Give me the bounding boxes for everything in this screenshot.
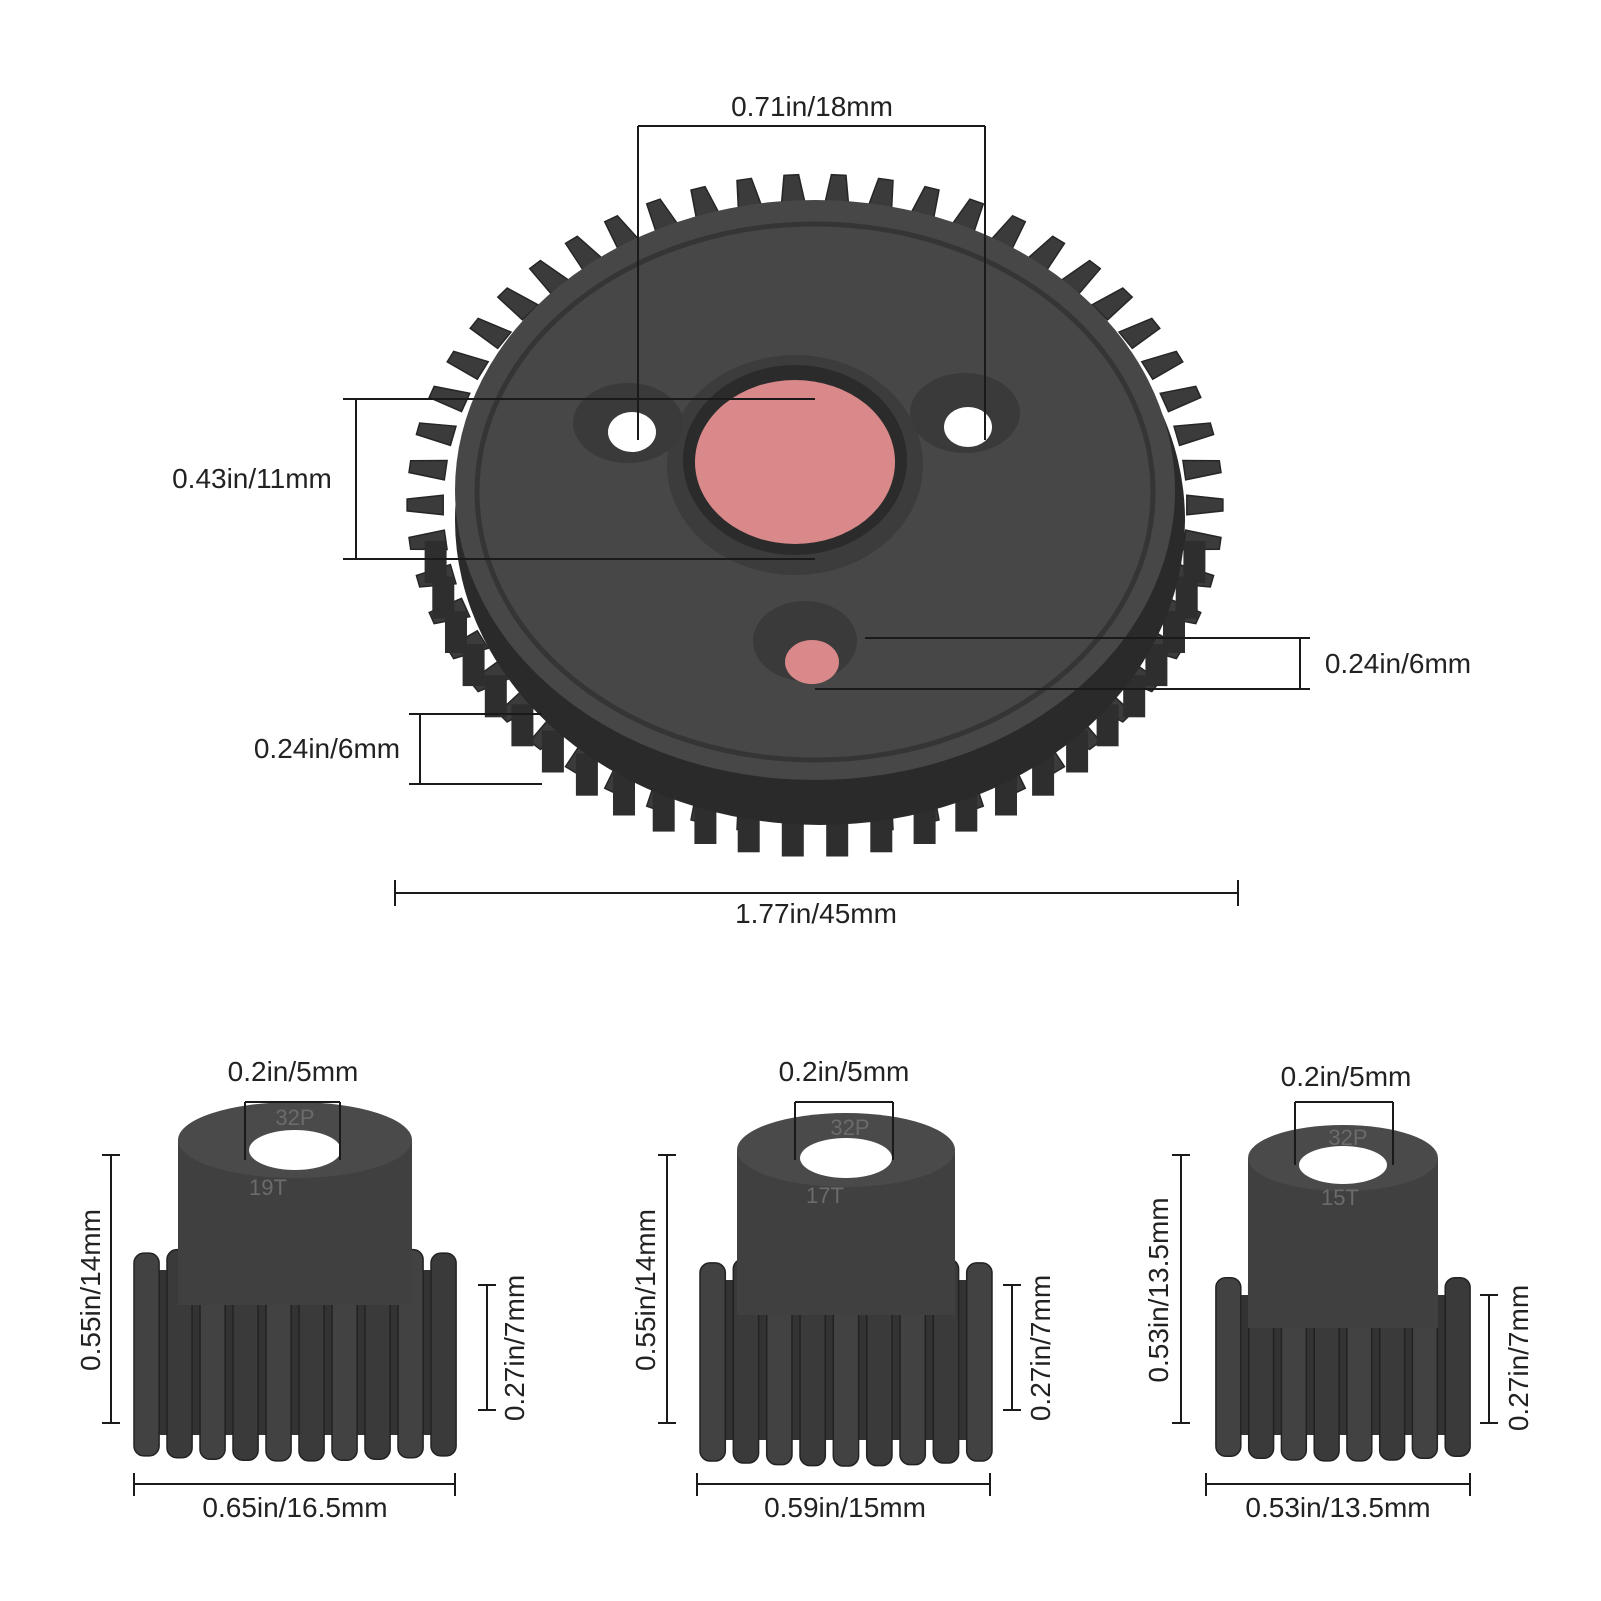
spur-gear-tooth (408, 459, 448, 481)
spur-gear-tooth-side (694, 802, 717, 844)
pinion-19t-emboss-teeth: 19T (249, 1175, 287, 1200)
outer-diameter-label: 1.77in/45mm (735, 898, 897, 929)
spur-gear-tooth-side (575, 753, 598, 796)
spur-gear-tooth (1182, 459, 1222, 481)
pinion-19t-bore (249, 1130, 341, 1170)
spur-gear-tooth-side (1163, 611, 1185, 653)
hub-diameter-label: 0.43in/11mm (172, 463, 332, 494)
pinion-gear-17t: 32P 17T (699, 1113, 993, 1467)
spur-gear-tooth (469, 317, 513, 350)
spur-gear-tooth-side (511, 704, 534, 747)
pinion-17t-bore (800, 1138, 892, 1178)
spur-gear-bolt-hole-left (573, 383, 683, 463)
spur-gear-tooth-side (1183, 541, 1206, 583)
spur-gear-bolt-hole-bottom (753, 601, 857, 684)
pinion-15t-teeth-height-label: 0.27in/7mm (1503, 1285, 1534, 1431)
pinion-19t-teeth-height-label: 0.27in/7mm (499, 1275, 530, 1421)
spur-gear-tooth (406, 494, 444, 516)
spur-gear-tooth (496, 287, 540, 321)
pinion-17t-teeth-height-label: 0.27in/7mm (1025, 1275, 1056, 1421)
spur-gear-tooth-side (1066, 730, 1089, 773)
pinion-15t-height-label: 0.53in/13.5mm (1143, 1197, 1174, 1382)
pinion-19t-height-label: 0.55in/14mm (75, 1209, 106, 1371)
pinion-tooth (133, 1252, 160, 1457)
spur-gear-tooth (446, 350, 490, 381)
bolt-spacing-label: 0.71in/18mm (731, 91, 893, 122)
pinion-17t-emboss-pitch: 32P (830, 1115, 869, 1140)
pinion-17t-height-label: 0.55in/14mm (630, 1209, 661, 1371)
spur-gear-tooth (415, 422, 457, 447)
pinion-15t-emboss-pitch: 32P (1328, 1125, 1367, 1150)
pinion-tooth (1215, 1276, 1242, 1457)
spur-gear-recess-ring (474, 221, 1156, 763)
pinion-17t-emboss-teeth: 17T (806, 1183, 844, 1208)
spur-gear-tooth (1117, 317, 1161, 350)
pinion-17t-bore-label: 0.2in/5mm (779, 1056, 910, 1087)
spur-gear-tooth-side (781, 814, 804, 857)
pinion-19t-bore-label: 0.2in/5mm (228, 1056, 359, 1087)
pinion-gear-19t: 32P 19T (133, 1102, 457, 1462)
tooth-height-label: 0.24in/6mm (254, 733, 400, 764)
spur-gear-tooth-side (1145, 644, 1168, 687)
pinion-19t-emboss-pitch: 32P (275, 1105, 314, 1130)
spur-gear-tooth (1090, 287, 1134, 321)
spur-gear-tooth-side (737, 810, 760, 853)
pinion-15t-diameter-label: 0.53in/13.5mm (1245, 1492, 1430, 1523)
pinion-15t-bore-label: 0.2in/5mm (1281, 1061, 1412, 1092)
spur-gear-tooth-side (1175, 576, 1198, 619)
spur-gear-tooth (1140, 350, 1184, 381)
spur-gear-tooth (1159, 385, 1202, 413)
spur-gear-tooth-side (652, 789, 675, 832)
spur-gear-tooth-side (826, 814, 849, 857)
pinion-tooth (1444, 1276, 1471, 1457)
pinion-17t-dimensions: 0.2in/5mm 0.55in/14mm 0.27in/7mm 0.59in/… (630, 1056, 1056, 1523)
spur-gear-tooth-side (445, 611, 467, 653)
pinion-15t-bore (1299, 1146, 1387, 1184)
small-hole-label: 0.24in/6mm (1325, 648, 1471, 679)
pinion-tooth (965, 1262, 993, 1462)
spur-gear-tooth-side (424, 541, 447, 583)
spur-gear-tooth (1186, 494, 1224, 516)
pinion-19t-diameter-label: 0.65in/16.5mm (202, 1492, 387, 1523)
spur-gear (406, 173, 1224, 857)
pinion-15t-emboss-teeth: 15T (1321, 1185, 1359, 1210)
spur-gear-tooth-side (462, 644, 485, 687)
pinion-tooth (699, 1262, 727, 1462)
spur-gear-bolt-hole-right (910, 373, 1020, 453)
spur-gear-dimensions: 0.71in/18mm 0.43in/11mm 0.24in/6mm 0.24i… (172, 91, 1471, 929)
spur-gear-tooth-side (1096, 704, 1119, 747)
pinion-17t-diameter-label: 0.59in/15mm (764, 1492, 926, 1523)
spur-gear-center-bore (695, 380, 895, 544)
spur-gear-tooth-side (432, 576, 455, 619)
spur-gear-tooth (1173, 422, 1215, 447)
pinion-gear-15t: 32P 15T (1215, 1125, 1471, 1462)
spur-gear-tooth-side (1123, 675, 1146, 718)
spur-gear-tooth-side (484, 675, 507, 718)
spur-gear-tooth-side (613, 773, 635, 816)
pinion-15t-dimensions: 0.2in/5mm 0.53in/13.5mm 0.27in/7mm 0.53i… (1143, 1061, 1534, 1523)
spur-gear-tooth-side (541, 730, 564, 773)
pinion-tooth (430, 1252, 457, 1457)
pinion-19t-dimensions: 0.2in/5mm 0.55in/14mm 0.27in/7mm 0.65in/… (75, 1056, 530, 1523)
